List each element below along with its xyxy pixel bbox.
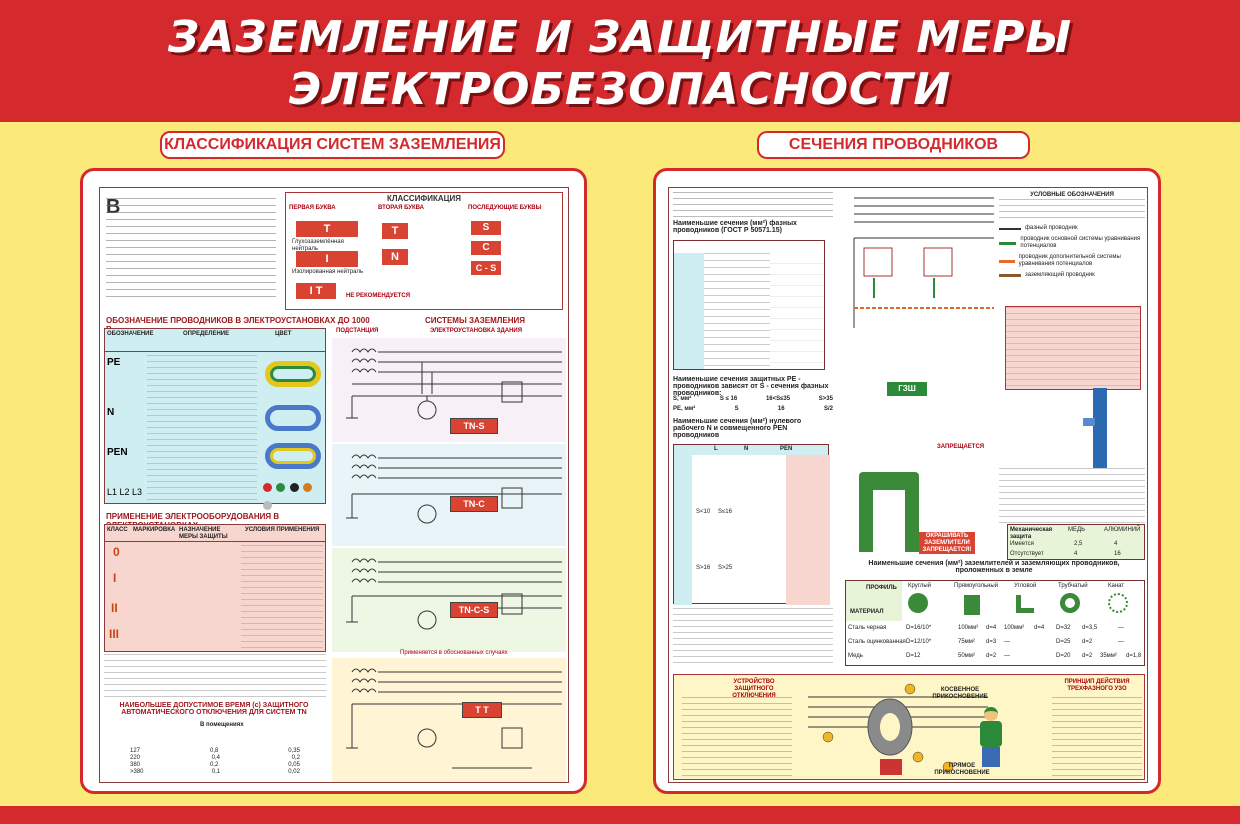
legend-block: УСЛОВНЫЕ ОБОЗНАЧЕНИЯ фазный проводник пр…: [999, 192, 1145, 302]
uzo-device-title: УСТРОЙСТВО ЗАЩИТНОГО ОТКЛЮЧЕНИЯ: [732, 679, 776, 699]
indirect-touch-label: КОСВЕННОЕ ПРИКОСНОВЕНИЕ: [932, 687, 988, 700]
classification-title: КЛАССИФИКАЦИЯ: [387, 194, 461, 203]
legend-title: УСЛОВНЫЕ ОБОЗНАЧЕНИЯ: [1030, 192, 1114, 198]
code-c: C: [471, 241, 501, 255]
ground-electrode-icon: [859, 472, 919, 552]
col-definition: ОПРЕДЕЛЕНИЕ: [183, 331, 230, 337]
pe-coil-icon: [265, 361, 321, 387]
neutral-caption: Глухозаземлённая нейтраль: [292, 239, 344, 252]
profiles-table: ПРОФИЛЬ МАТЕРИАЛ Круглый Прямоугольный У…: [845, 580, 1145, 666]
first-letter-label: ПЕРВАЯ БУКВА: [289, 205, 336, 211]
legend-item-main: проводник основной системы уравнивания п…: [999, 236, 1145, 250]
max-time-title: НАИБОЛЬШЕЕ ДОПУСТИМОЕ ВРЕМЯ (с) ЗАЩИТНОГ…: [119, 702, 309, 716]
right-poster: Наименьшие сечения (мм²) фазных проводни…: [668, 187, 1148, 783]
eq-col-purpose: НАЗНАЧЕНИЕ МЕРЫ ЗАЩИТЫ: [179, 527, 228, 540]
tab-grounding-classification: КЛАССИФИКАЦИЯ СИСТЕМ ЗАЗЕМЛЕНИЯ: [160, 131, 505, 159]
phase-section-table: [673, 240, 825, 370]
pen-table: L N PEN S<10 S≤16 S>16 S>25: [673, 444, 830, 605]
system-tn-s: TN-S: [332, 338, 566, 442]
tn-c-s-diagram: [346, 558, 562, 630]
second-letter-label: ВТОРАЯ БУКВА: [378, 205, 424, 211]
equipotential-diagram: [853, 197, 994, 328]
tn-c-label: TN-C: [450, 496, 498, 512]
pen-coil-icon: [265, 443, 321, 469]
substation-label: ПОДСТАНЦИЯ: [336, 328, 379, 334]
next-letters-label: ПОСЛЕДУЮЩИЕ БУКВЫ: [468, 205, 542, 211]
system-tn-c-s: TN-C-S: [332, 548, 566, 652]
special-case-label: Применяется в обоснованных случаях: [400, 650, 508, 656]
system-tn-c: TN-C: [332, 444, 566, 546]
eq-col-marking: МАРКИРОВКА: [133, 527, 176, 533]
uzo-diagram: [808, 683, 988, 775]
phase-table-title: Наименьшие сечения (мм²) фазных проводни…: [673, 220, 797, 234]
intro-text: В: [106, 197, 276, 308]
uzo-principle-title: ПРИНЦИП ДЕЙСТВИЯ ТРЕХФАЗНОГО УЗО: [1064, 679, 1130, 692]
tn-c-s-label: TN-C-S: [450, 602, 498, 618]
phase-color-dots: [263, 479, 325, 515]
eq-col-class: КЛАСС: [107, 527, 128, 533]
code-t-second: T: [382, 223, 408, 239]
conductors-table: ОБОЗНАЧЕНИЕ ОПРЕДЕЛЕНИЕ ЦВЕТ PE N PEN L1…: [104, 328, 326, 510]
page-title-line2: ЭЛЕКТРОБЕЗОПАСНОСТИ: [288, 64, 952, 115]
footer-band: [0, 806, 1240, 824]
class-2: II: [111, 601, 118, 615]
code-s: S: [471, 221, 501, 235]
conductor-pen: PEN: [107, 447, 128, 458]
forbidden-label: ЗАПРЕЩАЕТСЯ: [937, 444, 985, 450]
tn-s-diagram: [346, 348, 562, 420]
not-recommended: НЕ РЕКОМЕНДУЕТСЯ: [346, 293, 411, 299]
page-title-line1: ЗАЗЕМЛЕНИЕ И ЗАЩИТНЫЕ МЕРЫ: [167, 12, 1073, 63]
no-paint-label: ОКРАШИВАТЬ ЗАЗЕМЛИТЕЛИ ЗАПРЕЩАЕТСЯ!: [919, 532, 975, 554]
min-sections-title: Наименьшие сечения (мм²) заземлителей и …: [868, 560, 1120, 574]
code-c-s: C - S: [471, 261, 501, 275]
conductor-n: N: [107, 407, 115, 418]
pen-table-title: Наименьшие сечения (мм²) нулевого рабоче…: [673, 418, 802, 439]
left-poster: В КЛАССИФИКАЦИЯ ПЕРВАЯ БУКВА ВТОРАЯ БУКВ…: [99, 187, 569, 783]
systems-title: СИСТЕМЫ ЗАЗЕМЛЕНИЯ: [424, 316, 526, 325]
tt-label: T T: [462, 702, 502, 718]
legend-item-extra: проводник дополнительной системы уравнив…: [999, 254, 1145, 268]
code-t-first: T: [296, 221, 358, 237]
gzsh-label: ГЗШ: [887, 382, 927, 396]
classification-block: КЛАССИФИКАЦИЯ ПЕРВАЯ БУКВА ВТОРАЯ БУКВА …: [285, 192, 563, 310]
tab-conductor-sections: СЕЧЕНИЯ ПРОВОДНИКОВ: [757, 131, 1030, 159]
building-install-label: ЭЛЕКТРОУСТАНОВКА ЗДАНИЯ: [430, 328, 523, 334]
col-designation: ОБОЗНАЧЕНИЕ: [107, 331, 154, 337]
direct-touch-label: ПРЯМОЕ ПРИКОСНОВЕНИЕ: [934, 763, 990, 776]
col-color: ЦВЕТ: [275, 331, 292, 337]
pipe-icon: [1083, 388, 1107, 468]
pink-info-block: [1005, 306, 1141, 390]
tt-diagram: [346, 668, 562, 769]
legend-item-ground: заземляющий проводник: [999, 272, 1145, 279]
conductor-pe: PE: [107, 357, 121, 368]
n-coil-icon: [265, 405, 321, 431]
class-3: III: [109, 627, 120, 641]
class-1: I: [113, 571, 117, 585]
equipment-table: КЛАСС МАРКИРОВКА НАЗНАЧЕНИЕ МЕРЫ ЗАЩИТЫ …: [104, 524, 326, 652]
code-it: I T: [296, 283, 336, 299]
mech-table: Механическая защита МЕДЬ АЛЮМИНИЙ Имеетс…: [1007, 524, 1145, 560]
uzo-block: УСТРОЙСТВО ЗАЩИТНОГО ОТКЛЮЧЕНИЯ КОСВЕННО…: [673, 674, 1145, 780]
code-i-first: I: [296, 251, 358, 267]
code-n-second: N: [382, 249, 408, 265]
in-rooms-label: В помещениях: [200, 722, 244, 728]
system-tt: T T: [332, 658, 566, 782]
tn-c-diagram: [346, 454, 562, 524]
phase-labels: L1 L2 L3: [107, 487, 143, 497]
pe-title: Наименьшие сечения защитных PE - проводн…: [673, 376, 829, 397]
tn-s-label: TN-S: [450, 418, 498, 434]
header-band: [0, 0, 1240, 122]
eq-col-conditions: УСЛОВИЯ ПРИМЕНЕНИЯ: [245, 527, 320, 533]
left-panel: В КЛАССИФИКАЦИЯ ПЕРВАЯ БУКВА ВТОРАЯ БУКВ…: [80, 168, 587, 794]
class-0: 0: [113, 545, 120, 559]
isolated-caption: Изолированная нейтраль: [292, 269, 364, 275]
legend-item-phase: фазный проводник: [999, 225, 1145, 232]
worker-icon: [974, 707, 1008, 767]
right-panel: Наименьшие сечения (мм²) фазных проводни…: [653, 168, 1161, 794]
